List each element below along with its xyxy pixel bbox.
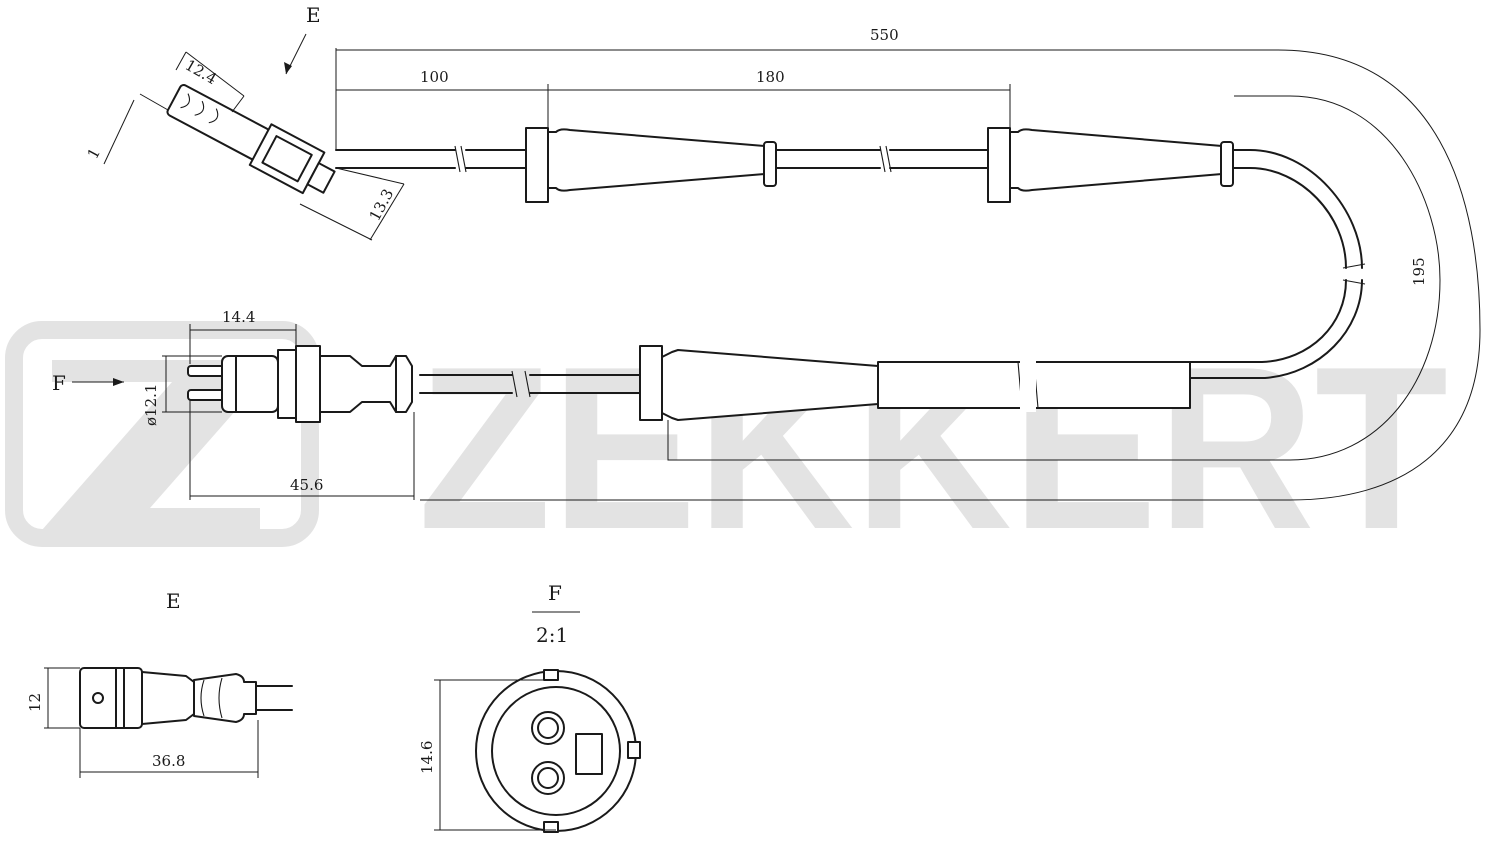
grommet-clip-2 [987, 127, 1234, 203]
detail-view-f: F 2:1 14.6 [418, 581, 641, 833]
watermark-text: ZEKKERT [418, 319, 1448, 578]
watermark-frame [5, 321, 319, 547]
lower-cable [419, 345, 1191, 421]
upper-cable [335, 145, 989, 173]
dim-detail-e-height: 12 [26, 693, 44, 712]
detail-e-title: E [166, 589, 181, 613]
dim-sensor-width: 12.4 [182, 56, 220, 88]
detail-view-e: E 12 36.8 [26, 589, 293, 778]
grommet-clip-1 [525, 127, 777, 203]
view-f-arrow-label: F [52, 371, 66, 395]
dim-second-segment: 180 [756, 68, 785, 86]
view-e-arrow-label: E [306, 3, 321, 27]
dim-connector-diameter: ø12.1 [142, 384, 160, 426]
watermark-z-mark [42, 360, 280, 530]
connector-plug [187, 345, 413, 423]
dim-bend-length: 195 [1410, 257, 1428, 286]
dim-connector-width: 14.4 [222, 308, 255, 326]
dim-connector-length: 45.6 [290, 476, 323, 494]
dim-sensor-offset: 1 [84, 145, 104, 162]
detail-f-scale: 2:1 [536, 623, 568, 647]
dim-detail-e-length: 36.8 [152, 752, 185, 770]
dimension-lines [72, 33, 1481, 501]
dim-first-segment: 100 [420, 68, 449, 86]
dim-sensor-height: 13.3 [366, 186, 398, 224]
cable-bend [1189, 149, 1366, 379]
sensor-head [166, 84, 336, 195]
detail-f-title: F [548, 581, 562, 605]
dim-detail-f-height: 14.6 [418, 741, 436, 774]
dim-total-length: 550 [870, 26, 899, 44]
